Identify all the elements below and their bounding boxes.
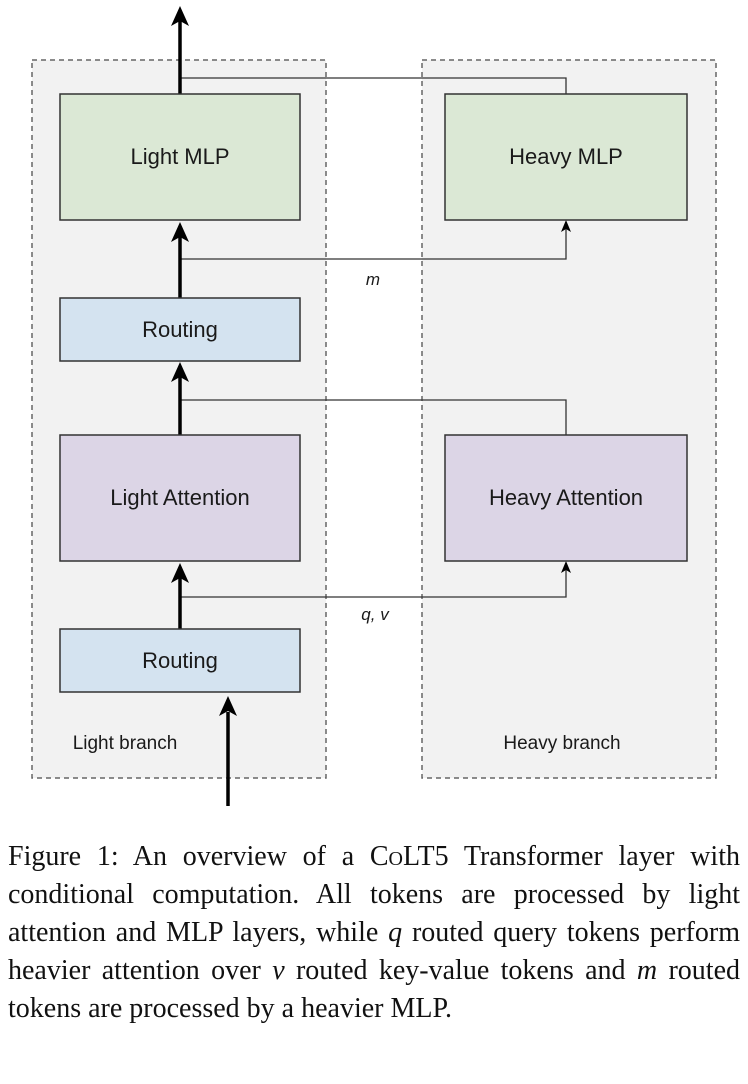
attention-top-connector xyxy=(180,399,567,435)
caption-model-name: CoLT5 xyxy=(369,841,449,872)
input-arrowhead xyxy=(219,696,237,716)
light-mlp-label: Light MLP xyxy=(130,144,229,169)
caption-part1: Transformer layer with conditional compu… xyxy=(8,841,740,948)
routing-top-label: Routing xyxy=(142,317,218,342)
edge-label-qv: q, v xyxy=(361,605,390,624)
routing-box-bottom: Routing xyxy=(59,628,301,693)
attention-route-connector xyxy=(180,565,567,598)
mlp-route-connector xyxy=(180,224,567,260)
caption-part3: routed key-value tokens and xyxy=(284,955,637,986)
routing-to-lightattention-arrowhead xyxy=(171,563,189,583)
caption-prefix: Figure 1: An overview of a xyxy=(8,841,370,872)
colt5-layer-diagram: Light MLP Heavy MLP Routing Light Attent… xyxy=(31,6,717,806)
heavy-mlp-label: Heavy MLP xyxy=(509,144,623,169)
mlp-top-connector xyxy=(180,77,567,94)
caption-var-q: q xyxy=(388,917,403,948)
figure-caption: Figure 1: An overview of a CoLT5 Transfo… xyxy=(8,838,740,1028)
routing-box-top: Routing xyxy=(59,297,301,362)
caption-var-m: m xyxy=(636,955,658,986)
light-mlp-box: Light MLP xyxy=(59,93,301,221)
routing-bottom-label: Routing xyxy=(142,648,218,673)
light-attention-box: Light Attention xyxy=(59,434,301,562)
heavy-mlp-box: Heavy MLP xyxy=(444,93,688,221)
light-branch-label: Light branch xyxy=(73,733,178,754)
heavy-attention-box: Heavy Attention xyxy=(444,434,688,562)
mlp-route-arrowhead xyxy=(561,220,571,232)
caption-var-v: v xyxy=(272,955,285,986)
routing-to-lightmlp-arrowhead xyxy=(171,222,189,242)
light-attention-label: Light Attention xyxy=(110,485,249,510)
caption-part2: routed query tokens perform heavier atte… xyxy=(8,917,740,986)
edge-label-m: m xyxy=(366,270,380,289)
attention-route-arrowhead xyxy=(561,561,571,573)
output-arrowhead xyxy=(171,6,189,26)
heavy-branch-label: Heavy branch xyxy=(503,733,620,754)
caption-part4: routed tokens are processed by a heavier… xyxy=(8,955,740,1024)
attention-to-routing-arrowhead xyxy=(171,362,189,382)
heavy-attention-label: Heavy Attention xyxy=(489,485,643,510)
